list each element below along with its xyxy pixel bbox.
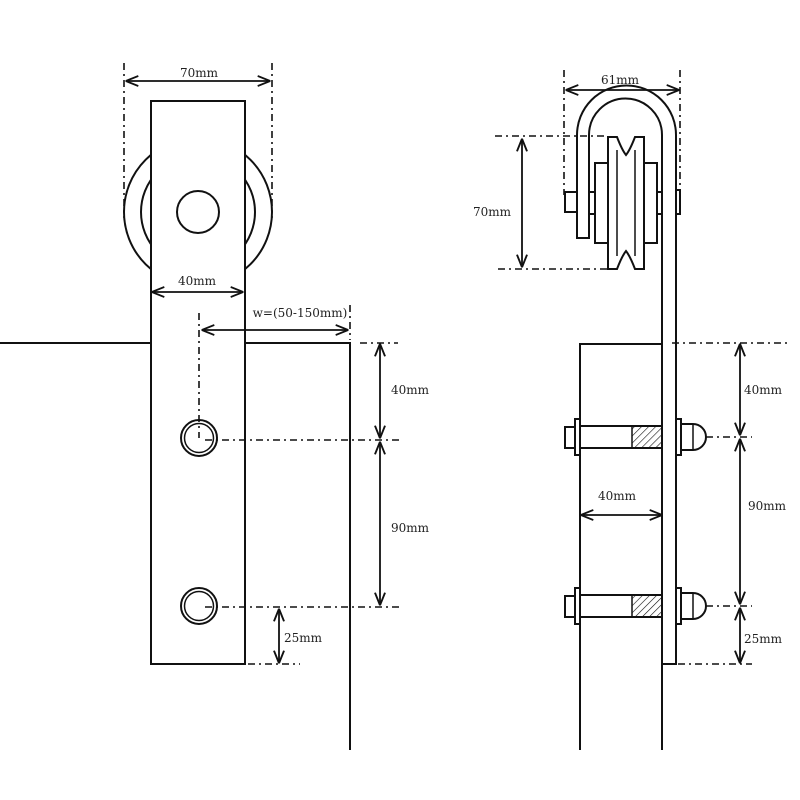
bolt-hole-inner [183,590,215,622]
door-section [579,343,662,750]
bolt-spacing-label: 90mm [748,499,787,513]
top-to-hole-label: 40mm [391,383,430,397]
side-view: 61mm 70mm [473,70,790,750]
bolt-lower [564,587,707,625]
grooved-wheel [588,136,663,270]
bolt-to-bottom-label: 25mm [744,632,783,646]
gap-label: w=(50-150mm) [253,306,348,320]
bolt-hole [180,419,218,457]
hanger-strap [576,84,677,665]
plate-width-label: 40mm [178,274,217,288]
top-to-bolt-label: 40mm [744,383,783,397]
front-view: 70mm 40mm w=(50-150mm) 40mm 90mm 25mm [0,63,430,750]
wheel-width-label: 70mm [180,66,219,80]
door-edge [245,342,351,750]
door-thickness-label: 40mm [598,489,637,503]
hanger-plate [150,100,246,665]
hook-width-label: 61mm [601,73,640,87]
bolt-upper [564,418,707,456]
axle [176,190,220,234]
axle-end [675,189,681,215]
axle-nut [564,191,578,213]
wheel-height-label: 70mm [473,205,512,219]
hole-to-bottom-label: 25mm [284,631,323,645]
bolt-hole [180,587,218,625]
bolt-hole-inner [183,422,215,454]
hole-spacing-label: 90mm [391,521,430,535]
